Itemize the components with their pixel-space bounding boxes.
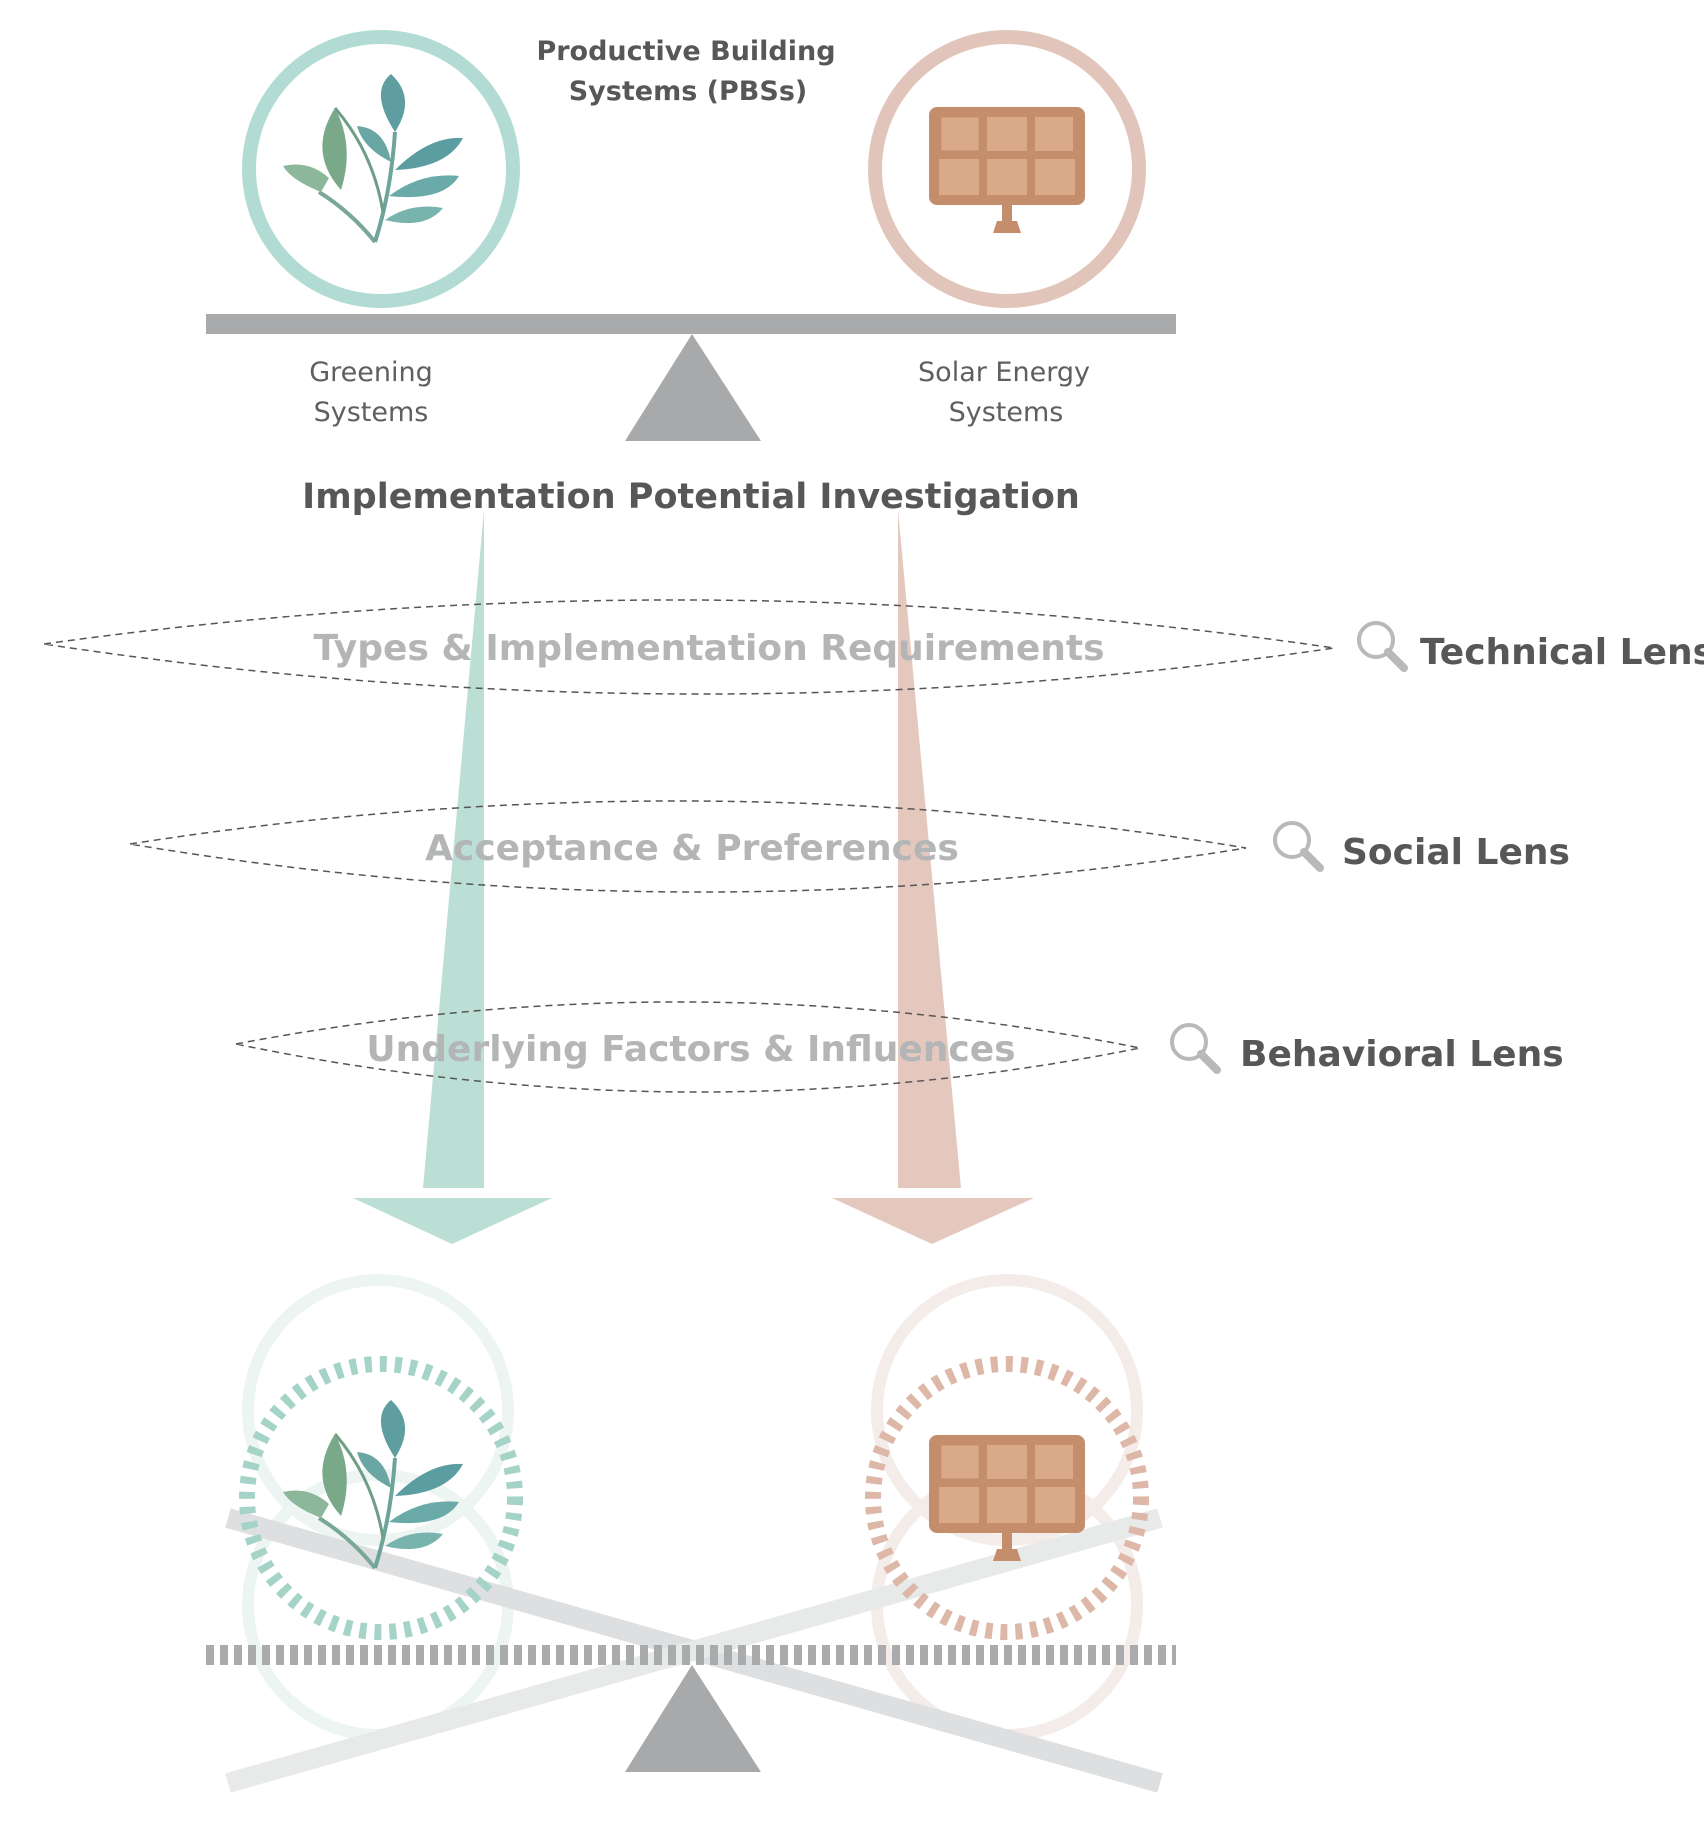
lens-name: Technical Lens (1420, 632, 1704, 673)
greening-dashed-circle (239, 1356, 523, 1640)
solar-arrow (832, 510, 1034, 1244)
ghost-circle (242, 1274, 514, 1546)
investigation-title: Implementation Potential Investigation (302, 477, 1080, 517)
fulcrum (625, 1665, 761, 1772)
lens-shape (235, 1001, 1141, 1093)
solar-label-line1: Solar Energy (918, 357, 1090, 388)
lens-name: Social Lens (1342, 832, 1570, 873)
leaf-icon (281, 72, 465, 244)
greening-circle (242, 30, 520, 308)
greening-label-line2: Systems (314, 397, 429, 428)
social-lens: Acceptance & Preferences Social Lens (129, 800, 1570, 893)
greening-arrow (353, 510, 552, 1244)
lens-name: Behavioral Lens (1240, 1034, 1564, 1075)
lens-description: Acceptance & Preferences (425, 828, 959, 869)
pbs-title-line1: Productive Building (536, 36, 835, 67)
solar-label-line2: Systems (949, 397, 1064, 428)
solar-dashed-circle (865, 1356, 1149, 1640)
lens-description: Types & Implementation Requirements (314, 628, 1105, 669)
fulcrum (625, 334, 761, 441)
tilted-beam (225, 1508, 1163, 1793)
top-balance (206, 30, 1176, 441)
pbs-title-line2: Systems (PBSs) (569, 76, 808, 107)
solar-panel-icon (928, 106, 1086, 234)
behavioral-lens: Underlying Factors & Influences Behavior… (235, 1001, 1564, 1093)
solar-circle (868, 30, 1146, 308)
lens-shape (43, 599, 1335, 695)
magnifier-icon (1359, 623, 1404, 668)
lens-description: Underlying Factors & Influences (366, 1029, 1015, 1070)
greening-label-line1: Greening (309, 357, 433, 388)
technical-lens: Types & Implementation Requirements Tech… (43, 599, 1704, 695)
magnifier-icon (1275, 823, 1320, 868)
magnifier-icon (1172, 1025, 1217, 1070)
balance-beam (206, 314, 1176, 334)
lens-shape (129, 800, 1247, 893)
bottom-balance (206, 1274, 1176, 1793)
